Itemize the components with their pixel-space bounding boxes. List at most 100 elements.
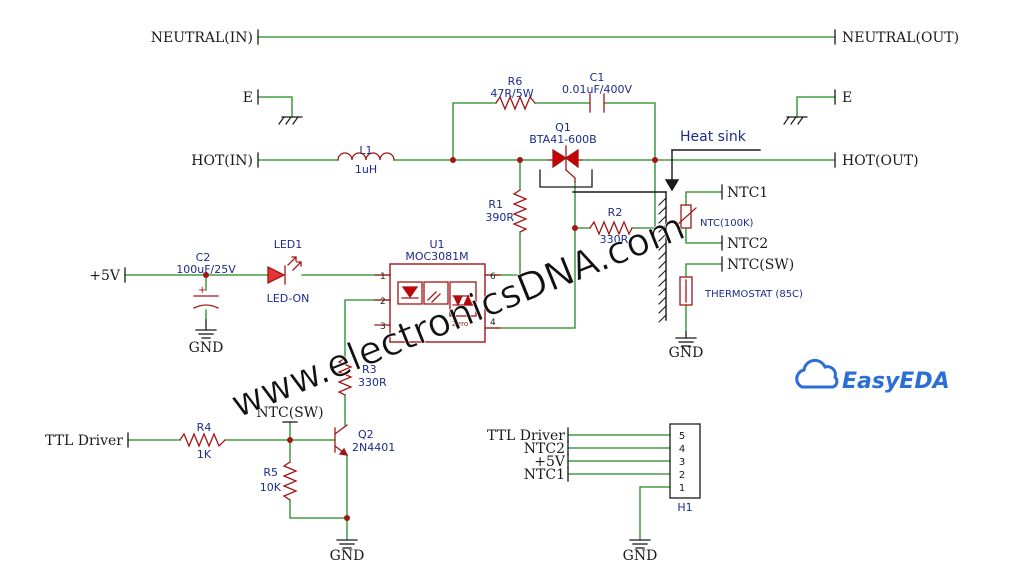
heatsink-hatch-mark bbox=[658, 215, 667, 224]
led-icon bbox=[267, 256, 302, 285]
r4-value: 1K bbox=[197, 448, 212, 461]
r1-ref: R1 bbox=[488, 198, 503, 211]
u1-pin1: 1 bbox=[380, 272, 386, 282]
r3-ref: R3 bbox=[362, 363, 377, 376]
port-ntc1: NTC1 bbox=[727, 185, 768, 201]
u1-ref: U1 bbox=[429, 238, 444, 251]
gnd-symbol-h1 bbox=[629, 539, 651, 549]
led1-ref: LED1 bbox=[274, 238, 303, 251]
r5-value: 10K bbox=[260, 481, 282, 494]
optocoupler-u1 bbox=[374, 263, 501, 343]
port-earth-left: E bbox=[243, 90, 253, 106]
header-h1 bbox=[669, 423, 701, 499]
heatsink-hatch-mark bbox=[658, 242, 667, 251]
resistor-r3 bbox=[337, 357, 353, 396]
gnd-label-c2: GND bbox=[189, 340, 224, 356]
heatsink-hatch-mark bbox=[658, 206, 667, 215]
heatsink-hatch-mark bbox=[658, 287, 667, 296]
header-label-ntc1: NTC1 bbox=[524, 467, 565, 483]
port-neutral-out: NEUTRAL(OUT) bbox=[842, 30, 959, 46]
header-label-ntc2: NTC2 bbox=[524, 441, 565, 457]
heatsink-hatch-mark bbox=[658, 197, 667, 206]
port-hot-in: HOT(IN) bbox=[191, 153, 253, 169]
gnd-symbol-q2 bbox=[336, 539, 358, 549]
r4-ref: R4 bbox=[197, 421, 212, 434]
l1-value: 1uH bbox=[355, 163, 377, 176]
heatsink-hatch-mark bbox=[658, 251, 667, 260]
heatsink bbox=[572, 149, 761, 321]
resistor-r5 bbox=[282, 461, 298, 501]
easyeda-logo: EasyEDA bbox=[795, 358, 950, 394]
q2-ref: Q2 bbox=[358, 428, 374, 441]
u1-zero-label: Zero bbox=[452, 320, 468, 328]
c2-ref: C2 bbox=[196, 251, 211, 264]
gnd-symbol-heatsink bbox=[675, 331, 697, 347]
gnd-label-q2: GND bbox=[330, 548, 365, 564]
heatsink-hatch-mark bbox=[658, 224, 667, 233]
port-plus5v: +5V bbox=[89, 268, 121, 284]
heatsink-label: Heat sink bbox=[680, 129, 747, 145]
c2-plus: + bbox=[198, 285, 206, 296]
r1-value: 390R bbox=[485, 211, 514, 224]
thermostat-switch bbox=[679, 276, 693, 306]
u1-pin2: 2 bbox=[380, 297, 386, 307]
port-flags bbox=[124, 29, 836, 482]
q2-value: 2N4401 bbox=[352, 441, 395, 454]
resistor-r2 bbox=[589, 220, 633, 236]
h1-pin4: 4 bbox=[679, 444, 685, 455]
heatsink-hatch-mark bbox=[658, 305, 667, 314]
r3-value: 330R bbox=[358, 376, 387, 389]
r2-ref: R2 bbox=[608, 206, 623, 219]
port-ttl-driver: TTL Driver bbox=[45, 433, 123, 449]
transistor-q2 bbox=[334, 424, 349, 456]
r2-value: 330R bbox=[600, 233, 629, 246]
q1-ref: Q1 bbox=[555, 121, 571, 134]
gnd-label-h1: GND bbox=[623, 548, 658, 564]
resistor-r6 bbox=[495, 95, 536, 111]
r5-ref: R5 bbox=[263, 466, 278, 479]
h1-pin3: 3 bbox=[679, 457, 685, 468]
u1-pin3: 3 bbox=[380, 322, 386, 332]
header-label-ttl: TTL Driver bbox=[487, 428, 565, 444]
c1-ref: C1 bbox=[590, 71, 605, 84]
heatsink-hatch-mark bbox=[658, 278, 667, 287]
ntc-label: NTC(100K) bbox=[700, 218, 754, 229]
u1-pin4: 4 bbox=[490, 318, 496, 328]
resistor-r1 bbox=[512, 189, 528, 233]
heatsink-hatch-mark bbox=[658, 296, 667, 305]
heatsink-hatch-mark bbox=[658, 314, 667, 323]
c2-value: 100uF/25V bbox=[176, 263, 236, 276]
h1-pin5: 5 bbox=[679, 431, 685, 442]
junction-dots bbox=[203, 157, 658, 521]
capacitor-c1 bbox=[589, 93, 605, 113]
heatsink-hatch-mark bbox=[658, 233, 667, 242]
triac-q1 bbox=[539, 145, 593, 188]
earth-symbol-right bbox=[783, 116, 808, 125]
header-label-5v: +5V bbox=[534, 454, 566, 470]
easyeda-logo-text: EasyEDA bbox=[842, 369, 950, 394]
r6-value: 47R/5W bbox=[490, 87, 533, 100]
ntc-thermistor bbox=[675, 204, 697, 229]
u1-value: MOC3081M bbox=[405, 250, 468, 263]
q1-value: BTA41-600B bbox=[529, 133, 596, 146]
capacitor-c2 bbox=[193, 295, 219, 309]
h1-pin2: 2 bbox=[679, 470, 685, 481]
port-neutral-in: NEUTRAL(IN) bbox=[151, 30, 253, 46]
wires bbox=[124, 36, 836, 541]
cloud-icon bbox=[795, 358, 839, 389]
led1-value: LED-ON bbox=[267, 292, 310, 305]
port-ntc-sw: NTC(SW) bbox=[727, 257, 794, 273]
l1-ref: L1 bbox=[359, 144, 372, 157]
h1-ref: H1 bbox=[677, 501, 692, 514]
c1-value: 0.01uF/400V bbox=[562, 83, 632, 96]
port-ntc2: NTC2 bbox=[727, 236, 768, 252]
port-earth-right: E bbox=[842, 90, 852, 106]
u1-pin6: 6 bbox=[490, 272, 496, 282]
resistor-r4 bbox=[179, 432, 226, 448]
r6-ref: R6 bbox=[508, 75, 523, 88]
port-ntc-sw-q2: NTC(SW) bbox=[256, 405, 323, 421]
earth-symbol-left bbox=[278, 116, 303, 125]
heatsink-hatch bbox=[658, 197, 667, 323]
